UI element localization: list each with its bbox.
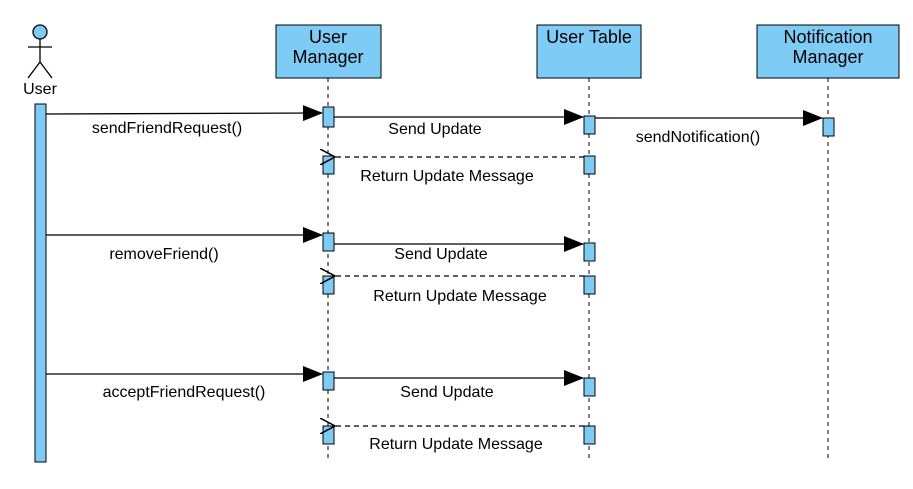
- message-send-update: Send Update: [334, 109, 584, 138]
- activation-box: [322, 371, 335, 391]
- message-return-update: Return Update Message: [335, 426, 584, 453]
- message-label: Send Update: [388, 121, 482, 138]
- message-remove-friend: removeFriend(): [46, 227, 323, 263]
- user-activation-bar: [34, 103, 47, 463]
- message-label: acceptFriendRequest(): [103, 384, 266, 401]
- message-label: Return Update Message: [373, 288, 547, 305]
- participant-user-table: User Table: [536, 24, 642, 79]
- activation-box: [322, 425, 335, 445]
- participant-label-line1: User: [309, 27, 347, 47]
- message-accept-friend-request: acceptFriendRequest(): [46, 366, 323, 401]
- participant-box: [536, 24, 642, 79]
- stick-figure-icon: [27, 24, 53, 79]
- participant-label-line1: User Table: [546, 27, 632, 47]
- message-label: removeFriend(): [109, 246, 218, 263]
- message-return-update: Return Update Message: [335, 157, 584, 185]
- activation-box: [322, 106, 335, 128]
- message-return-update: Return Update Message: [335, 276, 584, 305]
- activation-box: [822, 117, 835, 137]
- participant-label-line2: Manager: [792, 47, 863, 67]
- message-send-update: Send Update: [334, 370, 584, 401]
- actor-label: User: [23, 81, 57, 98]
- activation-box: [322, 155, 335, 175]
- activation-box: [322, 232, 335, 252]
- message-label: Send Update: [400, 384, 494, 401]
- participant-label-line2: Manager: [292, 47, 363, 67]
- activation-box: [583, 155, 596, 175]
- participant-box: [275, 24, 382, 79]
- activation-box: [583, 275, 596, 295]
- participant-notification-manager: Notification Manager: [756, 24, 900, 79]
- message-send-friend-request: sendFriendRequest(): [45, 105, 323, 137]
- activation-box: [583, 377, 596, 397]
- actor-user: User: [23, 24, 58, 98]
- message-label: sendNotification(): [636, 129, 761, 146]
- message-label: sendFriendRequest(): [92, 120, 242, 137]
- participant-label-line1: Notification: [783, 27, 872, 47]
- activation-box: [583, 242, 596, 262]
- activation-box: [583, 425, 596, 445]
- message-send-notification: sendNotification(): [595, 110, 823, 146]
- message-label: Return Update Message: [369, 436, 543, 453]
- participant-user-manager: User Manager: [275, 24, 382, 79]
- activation-box: [322, 275, 335, 295]
- message-send-update: Send Update: [334, 236, 584, 263]
- activation-box: [583, 115, 596, 135]
- message-label: Send Update: [394, 246, 488, 263]
- message-label: Return Update Message: [360, 168, 534, 185]
- participant-box: [756, 24, 900, 79]
